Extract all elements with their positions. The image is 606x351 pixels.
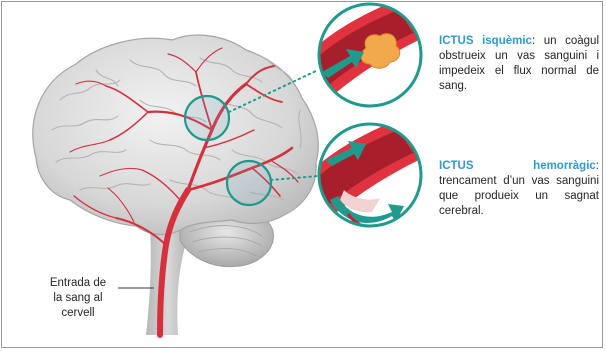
inlet-label-line-3: cervell (40, 306, 116, 321)
brain-hemisphere (33, 35, 318, 235)
hemorrhagic-detail-inset (300, 111, 442, 228)
ischemic-caption: ICTUS isquèmic: un coàgul obstrueix un v… (439, 34, 599, 94)
inlet-label-line-1: Entrada de (40, 276, 116, 291)
ischemic-title: ICTUS isquèmic (439, 35, 532, 47)
ischemic-detail-inset (300, 0, 442, 106)
ischemic-site-highlight (185, 96, 229, 140)
hemorrhagic-title: ICTUS hemorràgic (439, 160, 596, 172)
inlet-label-line-2: la sang al (40, 291, 116, 306)
inlet-label: Entrada de la sang al cervell (40, 276, 116, 321)
ischemic-colon: : (532, 35, 544, 47)
hemorrhagic-site-highlight (227, 161, 271, 205)
hemorrhagic-text: trencament d’un vas sanguini que produei… (439, 175, 599, 217)
hemorrhagic-colon: : (596, 160, 599, 172)
hemorrhagic-caption: ICTUS hemorràgic: trencament d’un vas sa… (439, 159, 599, 219)
